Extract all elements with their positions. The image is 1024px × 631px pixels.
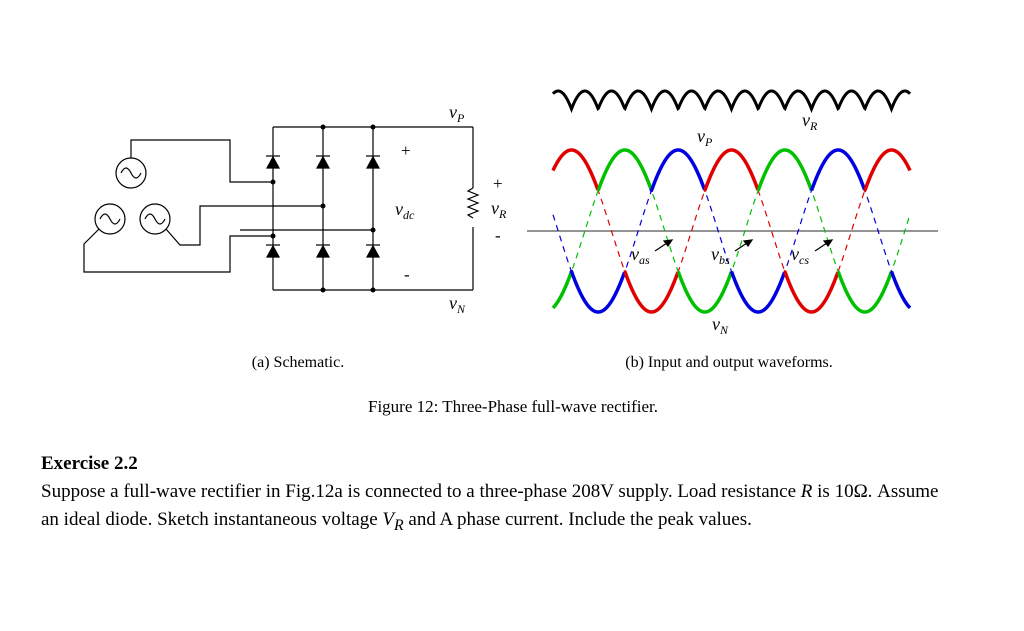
diodes bbox=[265, 155, 381, 258]
plus-vr: + bbox=[493, 174, 503, 193]
env-bot-segment bbox=[889, 270, 912, 310]
label-vp-waveform: vP bbox=[697, 126, 713, 149]
arrow-vcs bbox=[814, 239, 834, 252]
env-bot-segment bbox=[729, 270, 787, 314]
vp-envelope bbox=[551, 148, 912, 193]
exercise-text: Suppose a full-wave rectifier in Fig.12a… bbox=[41, 481, 939, 534]
wire-c bbox=[165, 205, 323, 246]
env-top-segment bbox=[756, 148, 814, 192]
env-bot-segment bbox=[551, 272, 573, 310]
source-b bbox=[94, 203, 126, 235]
wire-b bbox=[83, 228, 273, 273]
minus-vdc: - bbox=[404, 265, 410, 284]
source-a bbox=[115, 157, 147, 189]
env-bot-segment bbox=[676, 270, 734, 314]
label-vr-waveform: vR bbox=[802, 110, 818, 133]
arrow-vbs bbox=[734, 239, 754, 252]
label-vbs: vbs bbox=[711, 244, 730, 267]
arrows bbox=[654, 239, 834, 252]
load-resistor bbox=[466, 187, 480, 219]
schematic bbox=[83, 126, 480, 291]
minus-vr: - bbox=[495, 226, 501, 245]
waveforms bbox=[527, 89, 938, 314]
wire-a bbox=[130, 139, 273, 183]
diode-1-top bbox=[265, 155, 281, 169]
vr-ripple-waveform bbox=[551, 89, 912, 114]
label-vp-schematic: vP bbox=[449, 102, 465, 125]
diode-3-top bbox=[365, 155, 381, 169]
caption-a: (a) Schematic. bbox=[252, 354, 344, 371]
diode-3-bottom bbox=[365, 244, 381, 258]
env-top-segment bbox=[649, 148, 707, 193]
plus-vdc: + bbox=[401, 141, 411, 160]
label-vn-schematic: vN bbox=[449, 293, 466, 316]
env-top-segment bbox=[863, 148, 912, 192]
env-bot-segment bbox=[569, 269, 627, 314]
label-vas: vas bbox=[631, 244, 650, 267]
diode-1-bottom bbox=[265, 244, 281, 258]
source-c bbox=[139, 203, 171, 235]
label-vr-schematic: vR bbox=[491, 198, 507, 221]
label-vcs: vcs bbox=[791, 244, 809, 267]
exercise-title: Exercise 2.2 bbox=[41, 453, 138, 474]
caption-b: (b) Input and output waveforms. bbox=[625, 354, 833, 371]
diode-2-top bbox=[315, 155, 331, 169]
label-vdc: vdc bbox=[395, 199, 415, 222]
env-top-segment bbox=[596, 148, 653, 192]
exercise: Exercise 2.2 Suppose a full-wave rectifi… bbox=[41, 450, 961, 540]
env-top-segment bbox=[703, 148, 760, 192]
env-top-segment bbox=[551, 148, 600, 191]
label-vn-waveform: vN bbox=[712, 314, 729, 337]
env-top-segment bbox=[809, 148, 867, 192]
junction-dots bbox=[270, 124, 376, 293]
env-bot-segment bbox=[623, 270, 680, 314]
vn-envelope bbox=[551, 269, 912, 314]
arrow-vas bbox=[654, 239, 674, 252]
figure-caption: Figure 12: Three-Phase full-wave rectifi… bbox=[368, 397, 658, 416]
diode-2-bottom bbox=[315, 244, 331, 258]
env-bot-segment bbox=[836, 270, 894, 314]
env-bot-segment bbox=[783, 270, 840, 314]
